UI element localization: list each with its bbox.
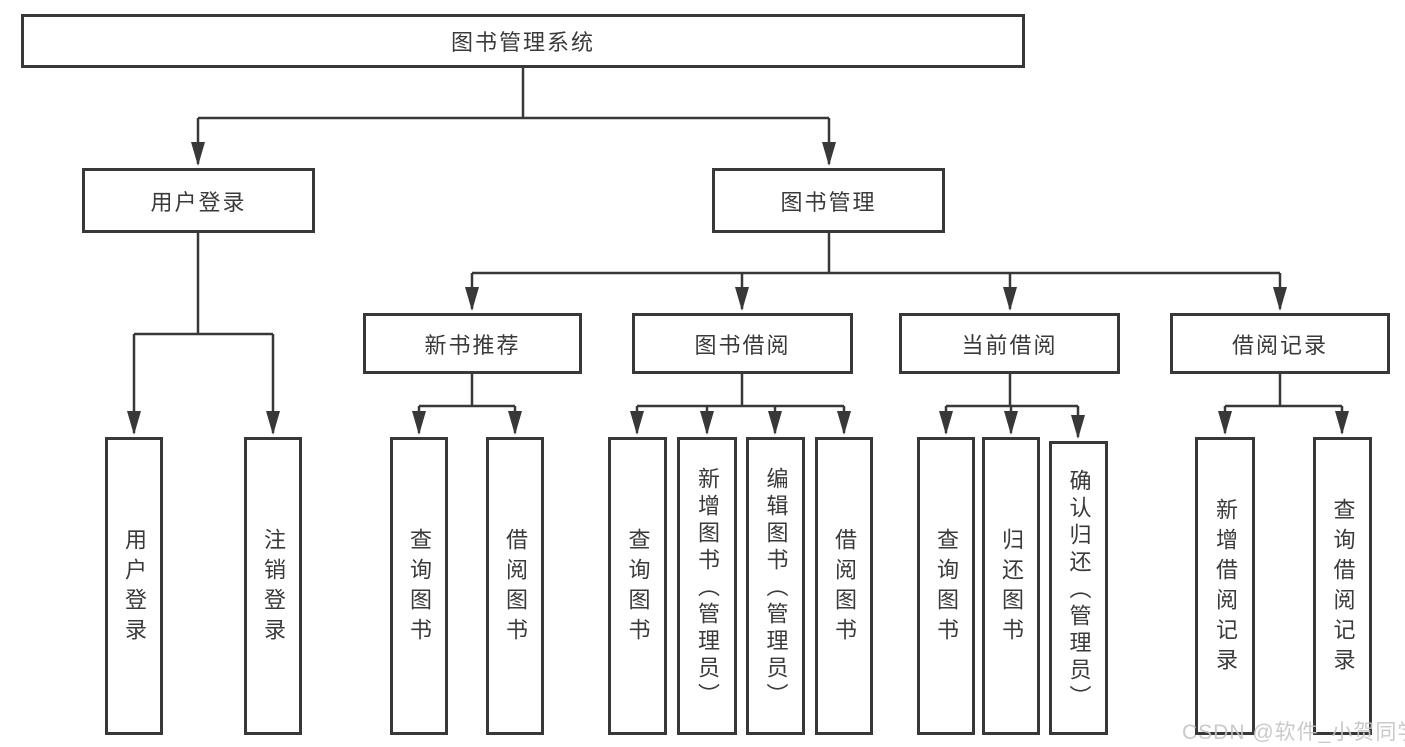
node-borrowing-records: 借阅记录 bbox=[1170, 313, 1390, 374]
node-library-management-system: 图书管理系统 bbox=[21, 14, 1025, 68]
leaf-borrow-books-recommendation: 借阅图书 bbox=[486, 437, 544, 735]
leaf-query-books-current: 查询图书 bbox=[917, 437, 975, 735]
leaf-confirm-return-admin: 确认归还（管理员） bbox=[1049, 441, 1108, 735]
leaf-add-book-admin: 新增图书（管理员） bbox=[677, 437, 737, 735]
leaf-return-books: 归还图书 bbox=[982, 437, 1040, 735]
node-current-borrowing: 当前借阅 bbox=[899, 313, 1120, 374]
leaf-add-borrow-record: 新增借阅记录 bbox=[1195, 437, 1255, 735]
node-book-borrowing: 图书借阅 bbox=[632, 313, 853, 374]
leaf-query-books-borrowing: 查询图书 bbox=[608, 437, 667, 735]
leaf-logout: 注销登录 bbox=[244, 437, 302, 735]
leaf-borrow-books-borrowing: 借阅图书 bbox=[815, 437, 873, 735]
node-new-book-recommendation: 新书推荐 bbox=[363, 313, 582, 374]
csdn-watermark: CSDN @软件_小贺同学 bbox=[1182, 721, 1405, 744]
node-book-management: 图书管理 bbox=[712, 168, 945, 233]
leaf-edit-book-admin: 编辑图书（管理员） bbox=[746, 437, 805, 735]
leaf-query-books-recommendation: 查询图书 bbox=[390, 437, 448, 735]
leaf-user-login: 用户登录 bbox=[105, 437, 163, 735]
leaf-query-borrow-record: 查询借阅记录 bbox=[1313, 437, 1372, 735]
node-user-login: 用户登录 bbox=[82, 168, 315, 233]
